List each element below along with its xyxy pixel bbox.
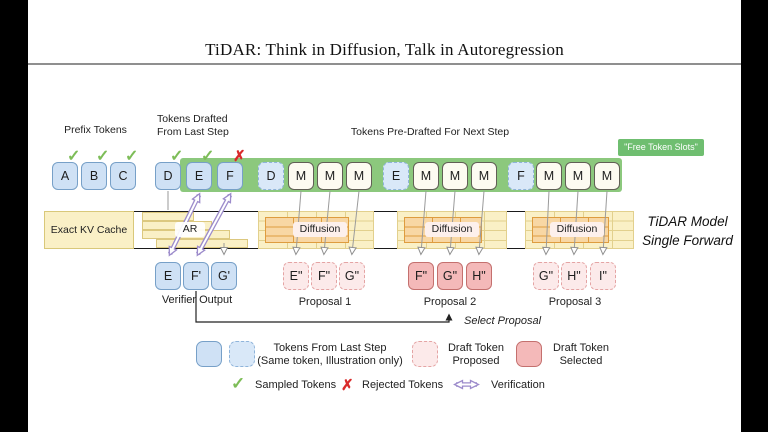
proposal2-label: Proposal 2 xyxy=(423,296,477,308)
legend-selected-line1: Draft Token xyxy=(552,342,610,354)
mask-token: M xyxy=(346,162,372,190)
letterbox-right xyxy=(741,0,768,432)
prefix-tokens-label: Prefix Tokens xyxy=(64,124,127,136)
legend-rejected-label: Rejected Tokens xyxy=(362,379,444,391)
diffusion-label-chip-1: Diffusion xyxy=(293,222,347,237)
predraft-anchor-f: F xyxy=(508,162,534,190)
free-token-slots-badge: "Free Token Slots" xyxy=(618,139,704,156)
legend-verification-label: Verification xyxy=(491,379,545,391)
letterbox-left xyxy=(0,0,28,432)
ar-mask-row4 xyxy=(156,238,248,248)
check-icon: ✓ xyxy=(96,148,110,165)
legend-selected-line2: Selected xyxy=(559,355,603,367)
mask-token: M xyxy=(288,162,314,190)
proposal3-token-3: I" xyxy=(590,262,616,290)
prefix-token-b: B xyxy=(81,162,107,190)
ar-label-chip: AR xyxy=(175,222,205,237)
exact-kv-cache-label: Exact KV Cache xyxy=(50,224,128,236)
mask-token: M xyxy=(471,162,497,190)
legend-blue-dashed-swatch xyxy=(229,341,255,367)
mask-token: M xyxy=(442,162,468,190)
verifier-token-g: G' xyxy=(211,262,237,290)
mask-token: M xyxy=(317,162,343,190)
proposal3-token-1: G" xyxy=(533,262,559,290)
proposal3-token-2: H" xyxy=(561,262,587,290)
proposal1-token-1: E" xyxy=(283,262,309,290)
legend-proposed-line1: Draft Token xyxy=(447,342,505,354)
model-note-line1: TiDAR Model xyxy=(647,214,728,229)
mask-token: M xyxy=(536,162,562,190)
tokens-drafted-label-line2: From Last Step xyxy=(157,126,229,138)
proposal1-label: Proposal 1 xyxy=(298,296,352,308)
prefix-token-a: A xyxy=(52,162,78,190)
verifier-output-label: Verifier Output xyxy=(161,294,233,306)
proposal2-token-3: H" xyxy=(466,262,492,290)
legend-sampled-label: Sampled Tokens xyxy=(255,379,337,391)
verifier-token-e: E xyxy=(155,262,181,290)
proposal2-token-1: F" xyxy=(408,262,434,290)
check-icon: ✓ xyxy=(125,148,139,165)
legend-blue-solid-swatch xyxy=(196,341,222,367)
predraft-anchor-d: D xyxy=(258,162,284,190)
select-proposal-label: Select Proposal xyxy=(464,315,542,327)
rejected-x-icon: ✗ xyxy=(233,148,246,165)
figure-title: TiDAR: Think in Diffusion, Talk in Autor… xyxy=(205,40,564,59)
legend-from-last-step-line1: Tokens From Last Step xyxy=(273,342,387,354)
kv-band-outline xyxy=(134,211,634,249)
check-icon: ✓ xyxy=(67,148,81,165)
legend-x-icon: ✗ xyxy=(341,377,354,394)
predraft-anchor-e: E xyxy=(383,162,409,190)
exact-kv-cache-box: Exact KV Cache xyxy=(44,211,134,249)
proposal1-token-2: F" xyxy=(311,262,337,290)
proposal3-label: Proposal 3 xyxy=(548,296,602,308)
prefix-token-c: C xyxy=(110,162,136,190)
diffusion-label-chip-2: Diffusion xyxy=(425,222,479,237)
tokens-drafted-label-line1: Tokens Drafted xyxy=(157,113,228,125)
legend-pink-solid-swatch xyxy=(516,341,542,367)
mask-token: M xyxy=(594,162,620,190)
check-icon: ✓ xyxy=(201,148,215,165)
diffusion-label-chip-3: Diffusion xyxy=(550,222,604,237)
mask-token: M xyxy=(413,162,439,190)
legend-from-last-step-line2: (Same token, Illustration only) xyxy=(257,355,403,367)
legend-proposed-line2: Proposed xyxy=(452,355,500,367)
legend-pink-dashed-swatch xyxy=(412,341,438,367)
proposal2-token-2: G" xyxy=(437,262,463,290)
model-note-line2: Single Forward xyxy=(642,233,733,248)
drafted-token-d: D xyxy=(155,162,181,190)
legend-check-icon: ✓ xyxy=(231,374,246,393)
title-divider xyxy=(28,63,741,65)
drafted-token-e: E xyxy=(186,162,212,190)
tokens-predrafted-label: Tokens Pre-Drafted For Next Step xyxy=(350,126,510,138)
check-icon: ✓ xyxy=(170,148,184,165)
drafted-token-f: F xyxy=(217,162,243,190)
mask-token: M xyxy=(565,162,591,190)
verifier-token-f: F' xyxy=(183,262,209,290)
proposal1-token-3: G" xyxy=(339,262,365,290)
